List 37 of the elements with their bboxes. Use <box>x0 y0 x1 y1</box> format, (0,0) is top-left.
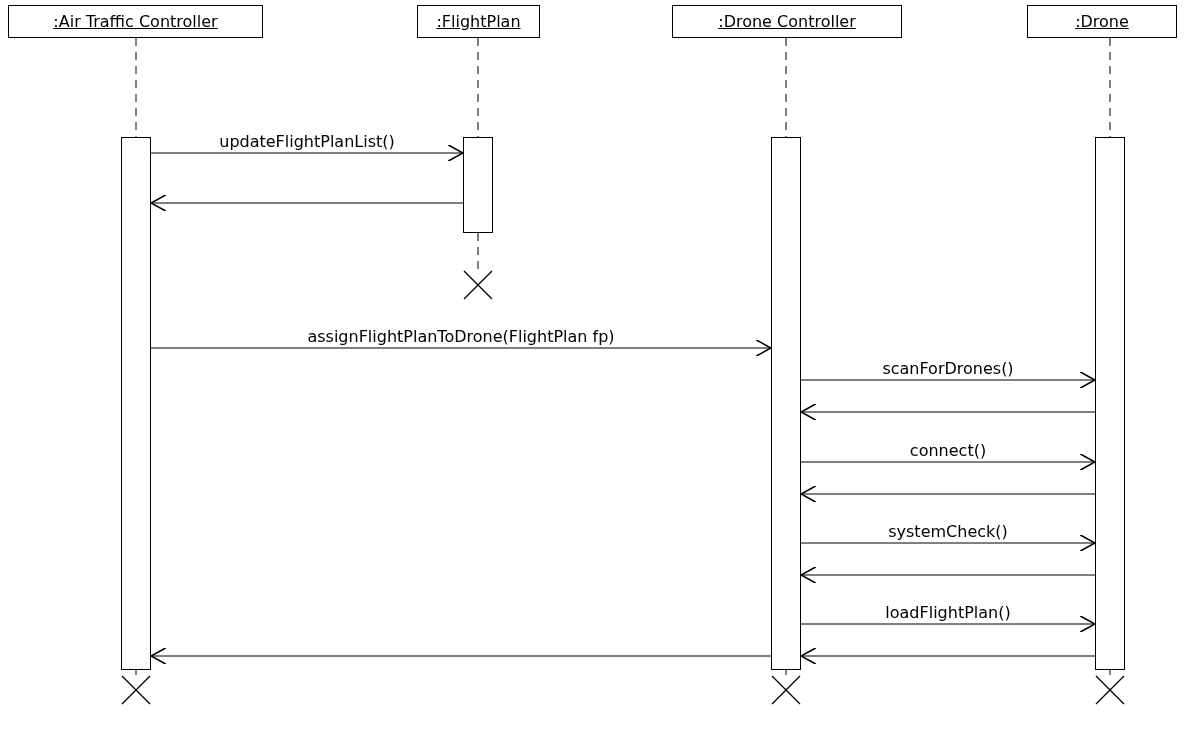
lifeline <box>477 232 479 271</box>
message-label: updateFlightPlanList() <box>217 133 397 151</box>
activation-bar <box>1095 137 1125 670</box>
message-label: scanForDrones() <box>880 360 1016 378</box>
message-arrow <box>150 144 464 162</box>
activation-bar <box>121 137 151 670</box>
message-arrow <box>800 371 1096 389</box>
destroy-mark <box>463 270 493 300</box>
message-arrow <box>800 453 1096 471</box>
participant-name: :Drone <box>1075 12 1129 31</box>
message-arrow <box>150 339 772 357</box>
destroy-mark <box>771 675 801 705</box>
message-arrow <box>800 647 1096 665</box>
activation-bar <box>463 137 493 233</box>
participant-name: :Drone Controller <box>718 12 856 31</box>
lifeline <box>785 669 787 676</box>
participant-name: :Air Traffic Controller <box>53 12 218 31</box>
lifeline-head <box>672 5 902 38</box>
message-label: assignFlightPlanToDrone(FlightPlan fp) <box>305 328 617 346</box>
message-arrow <box>150 194 464 212</box>
message-arrow <box>800 566 1096 584</box>
lifeline-head <box>1027 5 1177 38</box>
destroy-mark <box>121 675 151 705</box>
message-arrow <box>150 647 772 665</box>
lifeline-head <box>417 5 540 38</box>
message-arrow <box>800 485 1096 503</box>
participant-name: :FlightPlan <box>436 12 521 31</box>
message-label: systemCheck() <box>886 523 1010 541</box>
lifeline <box>1109 669 1111 676</box>
activation-bar <box>771 137 801 670</box>
message-arrow <box>800 403 1096 421</box>
lifeline <box>135 669 137 676</box>
lifeline-head <box>8 5 263 38</box>
message-arrow <box>800 534 1096 552</box>
message-label: loadFlightPlan() <box>883 604 1013 622</box>
destroy-mark <box>1095 675 1125 705</box>
message-arrow <box>800 615 1096 633</box>
